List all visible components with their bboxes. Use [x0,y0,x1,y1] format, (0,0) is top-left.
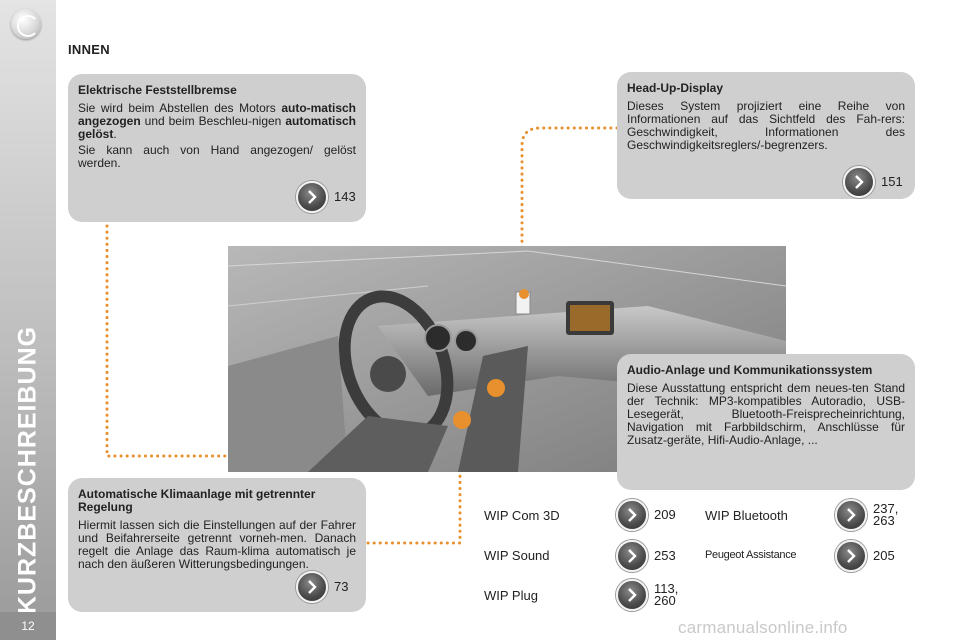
wip-plug-label: WIP Plug [484,588,538,603]
wip-com-ref[interactable]: 209 [616,499,676,531]
chevron-right-icon[interactable] [835,499,867,531]
chevron-right-icon[interactable] [296,571,328,603]
chevron-right-icon[interactable] [616,540,648,572]
sidebar: KURZBESCHREIBUNG 12 [0,0,56,640]
wip-plug-ref[interactable]: 113,260 [616,579,678,611]
wip-sound-label: WIP Sound [484,548,550,563]
wip-sound-ref[interactable]: 253 [616,540,676,572]
page-ref-number: 143 [334,189,356,204]
page-number: 12 [0,612,56,640]
audio-info-box: Audio-Anlage und Kommunikationssystem Di… [617,354,915,490]
hud-ref[interactable]: 151 [843,166,903,198]
audio-title: Audio-Anlage und Kommunikationssystem [627,363,873,377]
chevron-right-icon[interactable] [835,540,867,572]
page-ref-number: 253 [654,548,676,563]
peugeot-assistance-ref[interactable]: 205 [835,540,895,572]
chevron-right-icon[interactable] [843,166,875,198]
footer-watermark: carmanualsonline.info [678,618,848,637]
page-ref-number: 73 [334,579,349,594]
hud-title: Head-Up-Display [627,81,724,95]
chevron-right-icon[interactable] [616,579,648,611]
peugeot-assistance-label: Peugeot Assistance [705,549,797,561]
page-ref-number: 237,263 [873,501,899,528]
brake-text-1: Sie wird beim Abstellen des Motors auto-… [78,101,356,141]
wip-bluetooth-ref[interactable]: 237,263 [835,499,898,531]
page-ref-number: 113,260 [654,581,679,608]
wip-bluetooth-label: WIP Bluetooth [705,508,788,523]
climate-info-box: Automatische Klimaanlage mit getrennter … [68,478,366,612]
logo-icon [11,9,41,39]
audio-text: Diese Ausstattung entspricht dem neues-t… [627,381,905,447]
connector-hud [520,126,619,292]
brake-title: Elektrische Feststellbremse [78,83,237,97]
brake-ref[interactable]: 143 [296,181,356,213]
page-ref-number: 205 [873,548,895,563]
section-title: INNEN [68,42,110,57]
climate-ref[interactable]: 73 [296,571,348,603]
page-ref-number: 151 [881,174,903,189]
climate-text: Hiermit lassen sich die Einstellungen au… [78,518,356,571]
chevron-right-icon[interactable] [616,499,648,531]
climate-title: Automatische Klimaanlage mit getrennter … [78,487,316,514]
brake-text-2: Sie kann auch von Hand angezogen/ gelöst… [78,143,356,170]
hud-text: Dieses System projiziert eine Reihe von … [627,99,905,152]
chevron-right-icon[interactable] [296,181,328,213]
wip-com-label: WIP Com 3D [484,508,560,523]
page-ref-number: 209 [654,507,676,522]
